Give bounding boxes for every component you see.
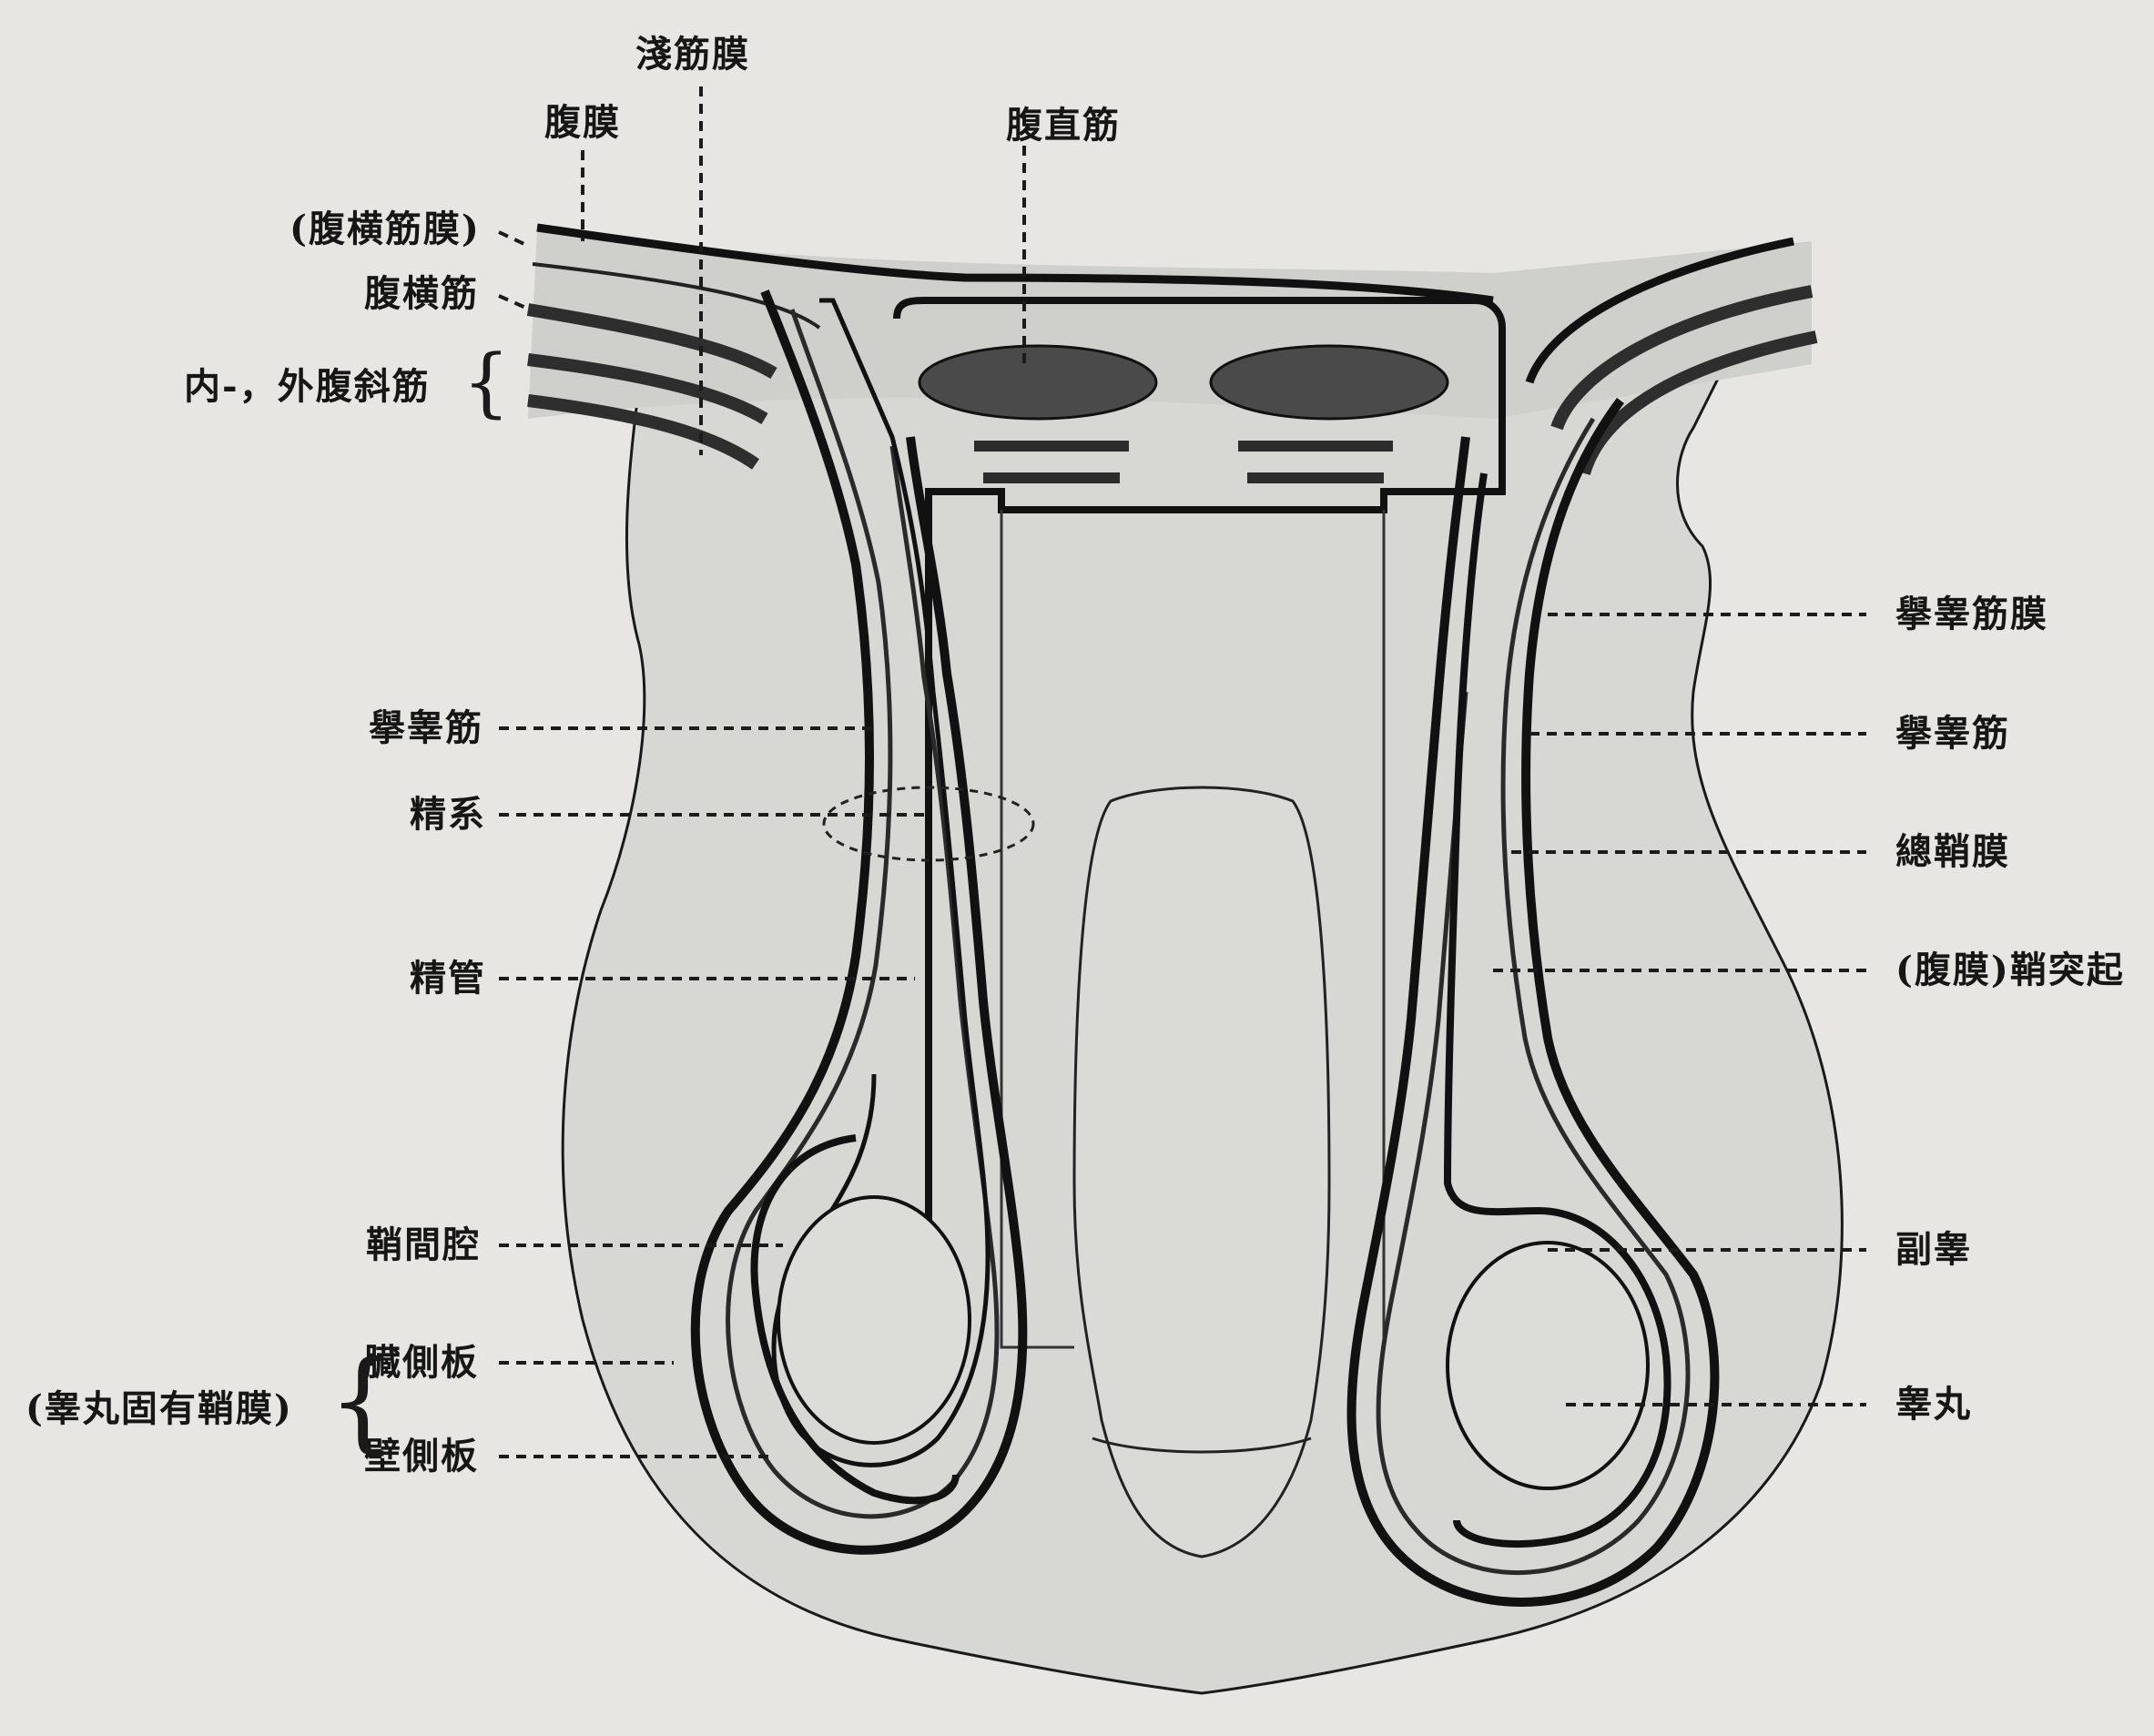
rectus-muscle-right bbox=[1211, 346, 1448, 419]
label-spermatic-cord: 精系 bbox=[410, 797, 486, 833]
penis-body bbox=[1074, 787, 1329, 1557]
tunica-brace-icon: { bbox=[328, 1347, 397, 1457]
label-obliques: 内-，外腹斜筋 bbox=[184, 369, 431, 405]
label-epididymis: 副睾 bbox=[1895, 1232, 1972, 1268]
label-vaginal-cavity: 鞘間腔 bbox=[366, 1227, 481, 1264]
label-processus-vaginalis: (腹膜)鞘突起 bbox=[1895, 952, 2125, 989]
label-tunica-vaginalis-testis: (睾丸固有鞘膜) bbox=[25, 1391, 293, 1427]
label-vas-deferens: 精管 bbox=[410, 960, 486, 997]
label-peritoneum: 腹膜 bbox=[544, 105, 621, 141]
label-cremasteric-fascia: 擧睾筋膜 bbox=[1895, 596, 2048, 633]
label-rectus-abdominis: 腹直筋 bbox=[1006, 107, 1121, 144]
label-transversalis-fascia: (腹横筋膜) bbox=[290, 211, 481, 248]
obliques-brace-icon: { bbox=[462, 346, 510, 421]
left-testis bbox=[778, 1197, 970, 1443]
label-transversus-abdominis: 腹横筋 bbox=[364, 276, 479, 312]
right-testis bbox=[1448, 1243, 1648, 1488]
label-cremaster-left: 擧睾筋 bbox=[369, 710, 483, 746]
label-cremaster-right: 擧睾筋 bbox=[1895, 716, 2010, 752]
label-shallow-fascia: 淺筋膜 bbox=[635, 36, 750, 73]
rectus-muscle-left bbox=[920, 346, 1156, 419]
label-testis: 睾丸 bbox=[1895, 1386, 1972, 1423]
label-common-vaginal-tunic: 總鞘膜 bbox=[1895, 834, 2010, 870]
